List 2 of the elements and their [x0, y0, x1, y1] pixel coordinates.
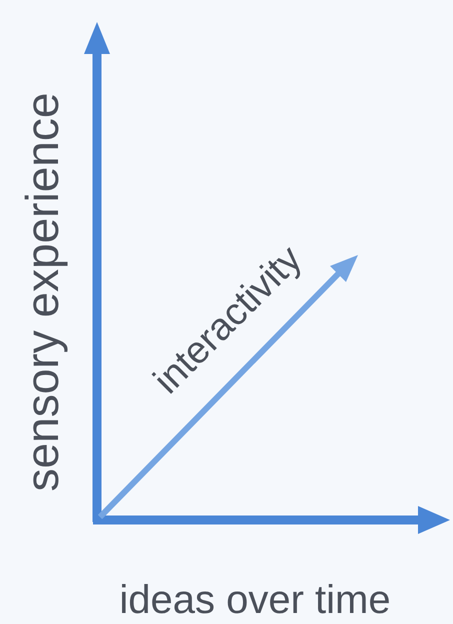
axis-label: sensory experience	[19, 92, 65, 492]
axis-label: ideas over time	[119, 580, 391, 620]
